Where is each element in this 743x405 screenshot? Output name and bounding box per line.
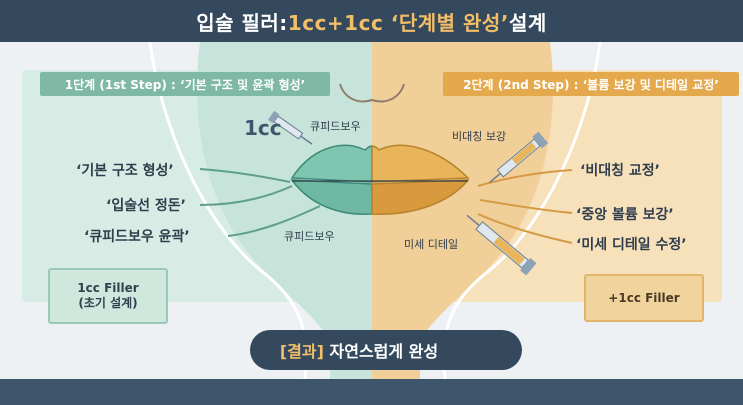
result-banner: [결과] 자연스럽게 완성 xyxy=(250,330,522,370)
asymmetry-label: 비대칭 보강 xyxy=(452,128,506,144)
filler-box-plus-1cc: +1cc Filler xyxy=(584,274,704,322)
step2-banner: 2단계 (2nd Step) : ‘볼륨 보강 및 디테일 교정’ xyxy=(443,72,739,96)
footer-bar xyxy=(0,379,743,405)
filler-box-1cc: 1cc Filler (초기 설계) xyxy=(48,268,168,324)
title-tail: 설계 xyxy=(509,7,547,36)
title-main: 입술 필러: xyxy=(196,7,288,36)
step2-item-2: ‘중앙 볼륨 보강’ xyxy=(576,204,674,224)
step2-item-3: ‘미세 디테일 수정’ xyxy=(576,234,687,254)
step1-banner: 1단계 (1st Step) : ‘기본 구조 및 윤곽 형성’ xyxy=(40,72,330,96)
filler-box-1cc-title: 1cc Filler xyxy=(77,281,138,296)
cupid-bow-top-label: 큐피드보우 xyxy=(310,118,361,134)
fine-detail-label: 미세 디테일 xyxy=(404,236,458,252)
filler-box-1cc-sub: (초기 설계) xyxy=(78,296,137,311)
title-accent: 1cc+1cc ‘단계별 완성’ xyxy=(288,7,509,36)
result-text: 자연스럽게 완성 xyxy=(324,342,438,361)
filler-box-plus-1cc-title: +1cc Filler xyxy=(608,291,679,305)
cupid-bow-bottom-label: 큐피드보우 xyxy=(284,228,335,244)
page-title: 입술 필러: 1cc+1cc ‘단계별 완성’ 설계 xyxy=(0,0,743,42)
result-tag: [결과] xyxy=(280,342,324,361)
step1-item-3: ‘큐피드보우 윤곽’ xyxy=(84,226,190,246)
dose-label: 1cc xyxy=(244,116,282,140)
step2-item-1: ‘비대칭 교정’ xyxy=(580,160,660,180)
step1-item-1: ‘기본 구조 형성’ xyxy=(76,160,174,180)
step1-item-2: ‘입술선 정돈’ xyxy=(106,195,186,215)
